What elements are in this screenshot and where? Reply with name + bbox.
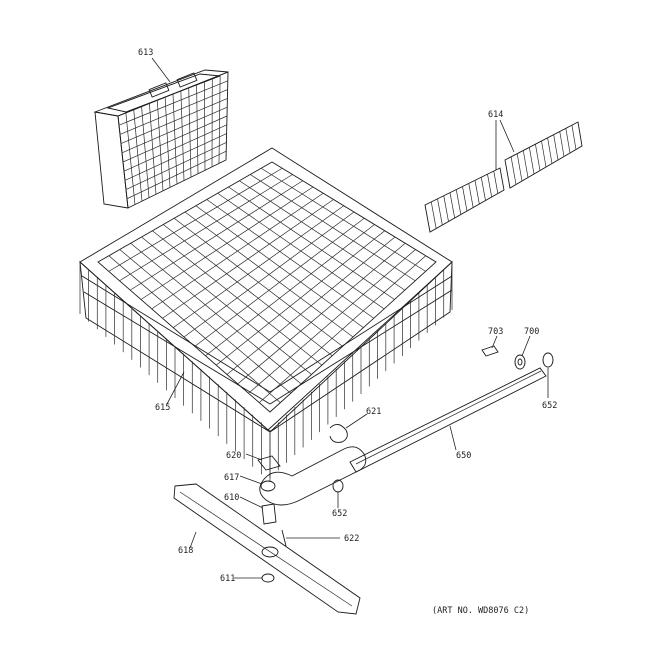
callout-620: 620 [226, 451, 241, 461]
manifold-elbow [257, 446, 367, 506]
upper-rack [79, 147, 453, 482]
callout-700: 700 [524, 327, 539, 337]
callout-650: 650 [456, 451, 471, 461]
nozzle-610 [261, 503, 277, 525]
cup-shelves [424, 121, 583, 233]
callout-610: 610 [224, 493, 239, 503]
silverware-basket [93, 69, 229, 209]
gasket-652-lower [332, 479, 344, 493]
screw-622 [281, 529, 287, 547]
callout-622: 622 [344, 534, 359, 544]
bracket-620 [257, 455, 281, 471]
callout-703: 703 [488, 327, 503, 337]
callout-614: 614 [488, 110, 503, 120]
callout-611: 611 [220, 574, 235, 584]
upper-wash-arm [173, 483, 361, 615]
feed-tube-assembly [329, 345, 554, 493]
callout-618: 618 [178, 546, 193, 556]
callout-621: 621 [366, 407, 381, 417]
nut-700 [514, 354, 526, 370]
callout-652-lower: 652 [332, 509, 347, 519]
gasket-652-upper [542, 352, 554, 368]
leader-lines [151, 57, 549, 579]
callout-652-upper: 652 [542, 401, 557, 411]
callout-613: 613 [138, 48, 153, 58]
art-number: (ART NO. WD8076 C2) [432, 606, 529, 616]
clip-703 [481, 345, 499, 357]
callout-615: 615 [155, 403, 170, 413]
callout-617: 617 [224, 473, 239, 483]
washer-611 [261, 573, 275, 583]
clamp-621 [329, 424, 348, 443]
